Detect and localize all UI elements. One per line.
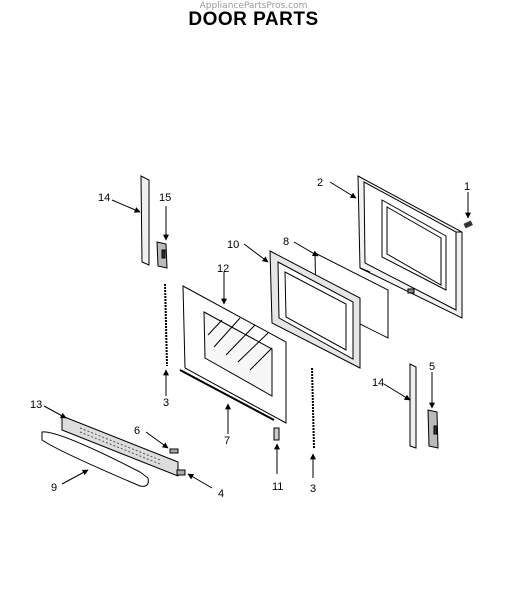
door-strip-right [409, 363, 417, 449]
gasket-rod-left [164, 283, 168, 367]
callout-4: 4 [218, 488, 224, 500]
leader-lines [43, 181, 471, 489]
hinge-left [156, 241, 168, 269]
screw-11 [273, 427, 280, 441]
hinge-right [427, 409, 439, 449]
page-title: DOOR PARTS [188, 9, 319, 30]
callout-14-right: 14 [372, 377, 384, 389]
handle-spacer [176, 469, 186, 476]
callout-15: 15 [159, 192, 171, 204]
handle-screw [169, 448, 179, 454]
callout-8: 8 [283, 236, 289, 248]
callout-14-left: 14 [98, 192, 110, 204]
callout-10: 10 [227, 239, 239, 251]
callout-6: 6 [134, 425, 140, 437]
callout-3-right: 3 [310, 483, 316, 495]
outer-door-panel [182, 285, 287, 424]
gasket-rod-right [311, 367, 315, 449]
inner-door-liner [357, 175, 463, 319]
callout-2: 2 [317, 177, 323, 189]
bottom-rod [179, 369, 275, 421]
door-strip-left [140, 175, 150, 266]
callout-13: 13 [30, 399, 42, 411]
watermark: AppliancePartsPros.com [199, 1, 308, 11]
callout-5: 5 [429, 361, 435, 373]
callout-9: 9 [51, 482, 57, 494]
screw-1 [463, 220, 473, 229]
callout-7: 7 [224, 435, 230, 447]
door-frame [269, 250, 361, 369]
callout-3-left: 3 [163, 397, 169, 409]
vent-trim [61, 415, 179, 477]
callout-11: 11 [272, 481, 283, 493]
callout-1: 1 [464, 181, 470, 193]
door-handle [41, 431, 149, 487]
callout-12: 12 [217, 263, 229, 275]
